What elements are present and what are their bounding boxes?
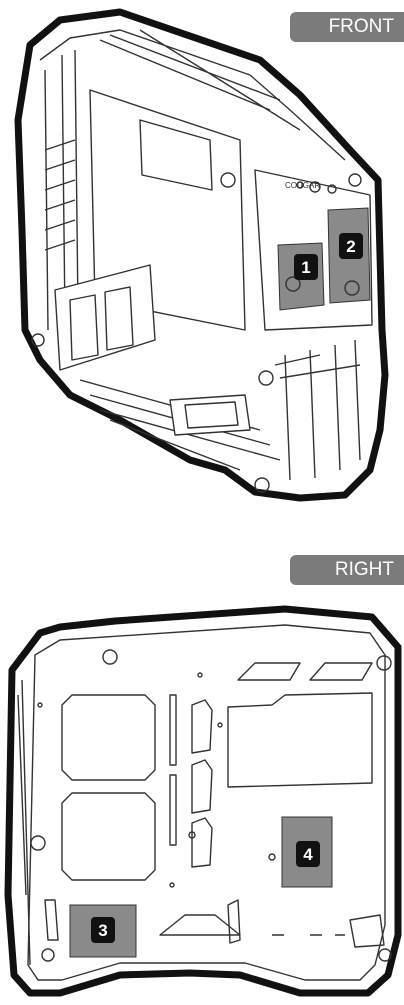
right-view-diagram: 4 3	[4, 605, 402, 997]
psu-vent	[159, 914, 241, 936]
view-label-front: FRONT	[290, 12, 404, 42]
top-rail	[39, 29, 346, 161]
cable-window	[227, 692, 373, 788]
fan-cutout-top	[61, 694, 156, 781]
tray-cutout	[139, 119, 213, 191]
view-label-right: RIGHT	[290, 555, 404, 585]
rear-slots	[44, 139, 76, 251]
fan-cutout-bottom	[61, 792, 156, 881]
callout-4: 4	[303, 845, 313, 864]
callout-2: 2	[346, 237, 355, 256]
side-plates	[284, 339, 361, 481]
side-panel-outline	[4, 605, 402, 997]
inner-panel	[27, 624, 386, 981]
left-pillar	[44, 49, 79, 331]
gpu-bracket	[169, 394, 251, 436]
callout-1: 1	[301, 258, 310, 277]
front-view-diagram: COUGAR 1 2	[14, 8, 389, 502]
callout-3: 3	[98, 921, 107, 940]
